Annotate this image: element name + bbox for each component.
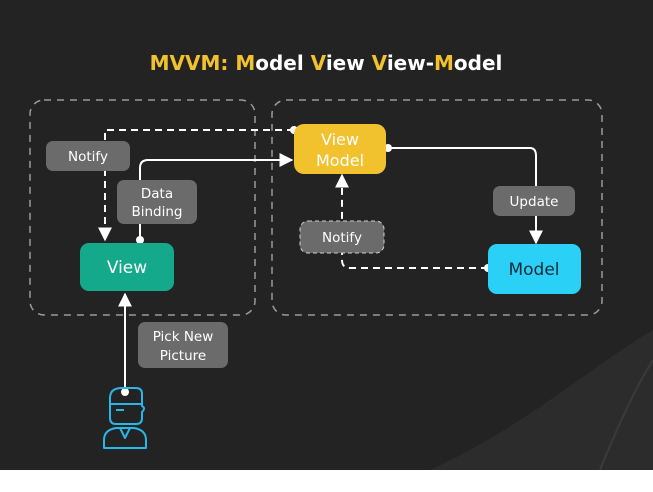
diagram-canvas: MVVM: Model View View-Model Notify Data … <box>0 0 653 470</box>
model-node: Model <box>488 244 581 294</box>
svg-text:Pick New: Pick New <box>153 329 214 345</box>
viewmodel-node: View Model <box>294 124 386 174</box>
data-binding-start-dot <box>136 236 144 244</box>
svg-text:Notify: Notify <box>322 230 362 246</box>
title-part: odel <box>255 51 310 75</box>
user-icon <box>103 387 147 449</box>
svg-text:Notify: Notify <box>68 149 108 165</box>
svg-text:Binding: Binding <box>131 204 182 220</box>
title-part: V <box>311 51 327 75</box>
title-part: V <box>372 51 388 75</box>
viewmodel-node-line2: Model <box>316 151 364 170</box>
background-ribbon-highlight <box>599 359 653 470</box>
bottom-margin <box>0 470 653 492</box>
pick-picture-start-dot <box>121 388 129 396</box>
title-part: iew- <box>387 51 434 75</box>
view-node: View <box>80 243 174 291</box>
background-ribbon <box>430 330 653 470</box>
edge-label-notify-right: Notify <box>299 220 385 254</box>
title-part: M <box>434 51 454 75</box>
title-part: M <box>235 51 255 75</box>
edge-label-pick-new-picture: Pick New Picture <box>138 322 228 368</box>
edge-label-notify-left: Notify <box>46 141 130 171</box>
viewmodel-model-group-container <box>271 99 603 316</box>
notify-viewmodel-connector <box>335 173 488 269</box>
diagram-svg: MVVM: Model View View-Model Notify Data … <box>29 51 653 470</box>
svg-text:Picture: Picture <box>160 348 206 364</box>
edge-label-update: Update <box>493 186 575 216</box>
title-part: odel <box>454 51 502 75</box>
update-connector <box>388 147 543 245</box>
viewmodel-node-line1: View <box>321 130 359 149</box>
data-binding-connector <box>139 153 294 240</box>
svg-text:Data: Data <box>141 186 173 202</box>
title-part: MVVM: <box>150 51 236 75</box>
view-node-label: View <box>107 258 147 278</box>
title-part: iew <box>326 51 372 75</box>
notify-view-connector <box>98 129 294 242</box>
model-node-label: Model <box>508 260 559 280</box>
svg-text:Update: Update <box>510 194 559 210</box>
view-group-container <box>29 99 256 316</box>
edge-label-data-binding: Data Binding <box>117 180 197 224</box>
diagram-title: MVVM: Model View View-Model <box>150 51 503 75</box>
